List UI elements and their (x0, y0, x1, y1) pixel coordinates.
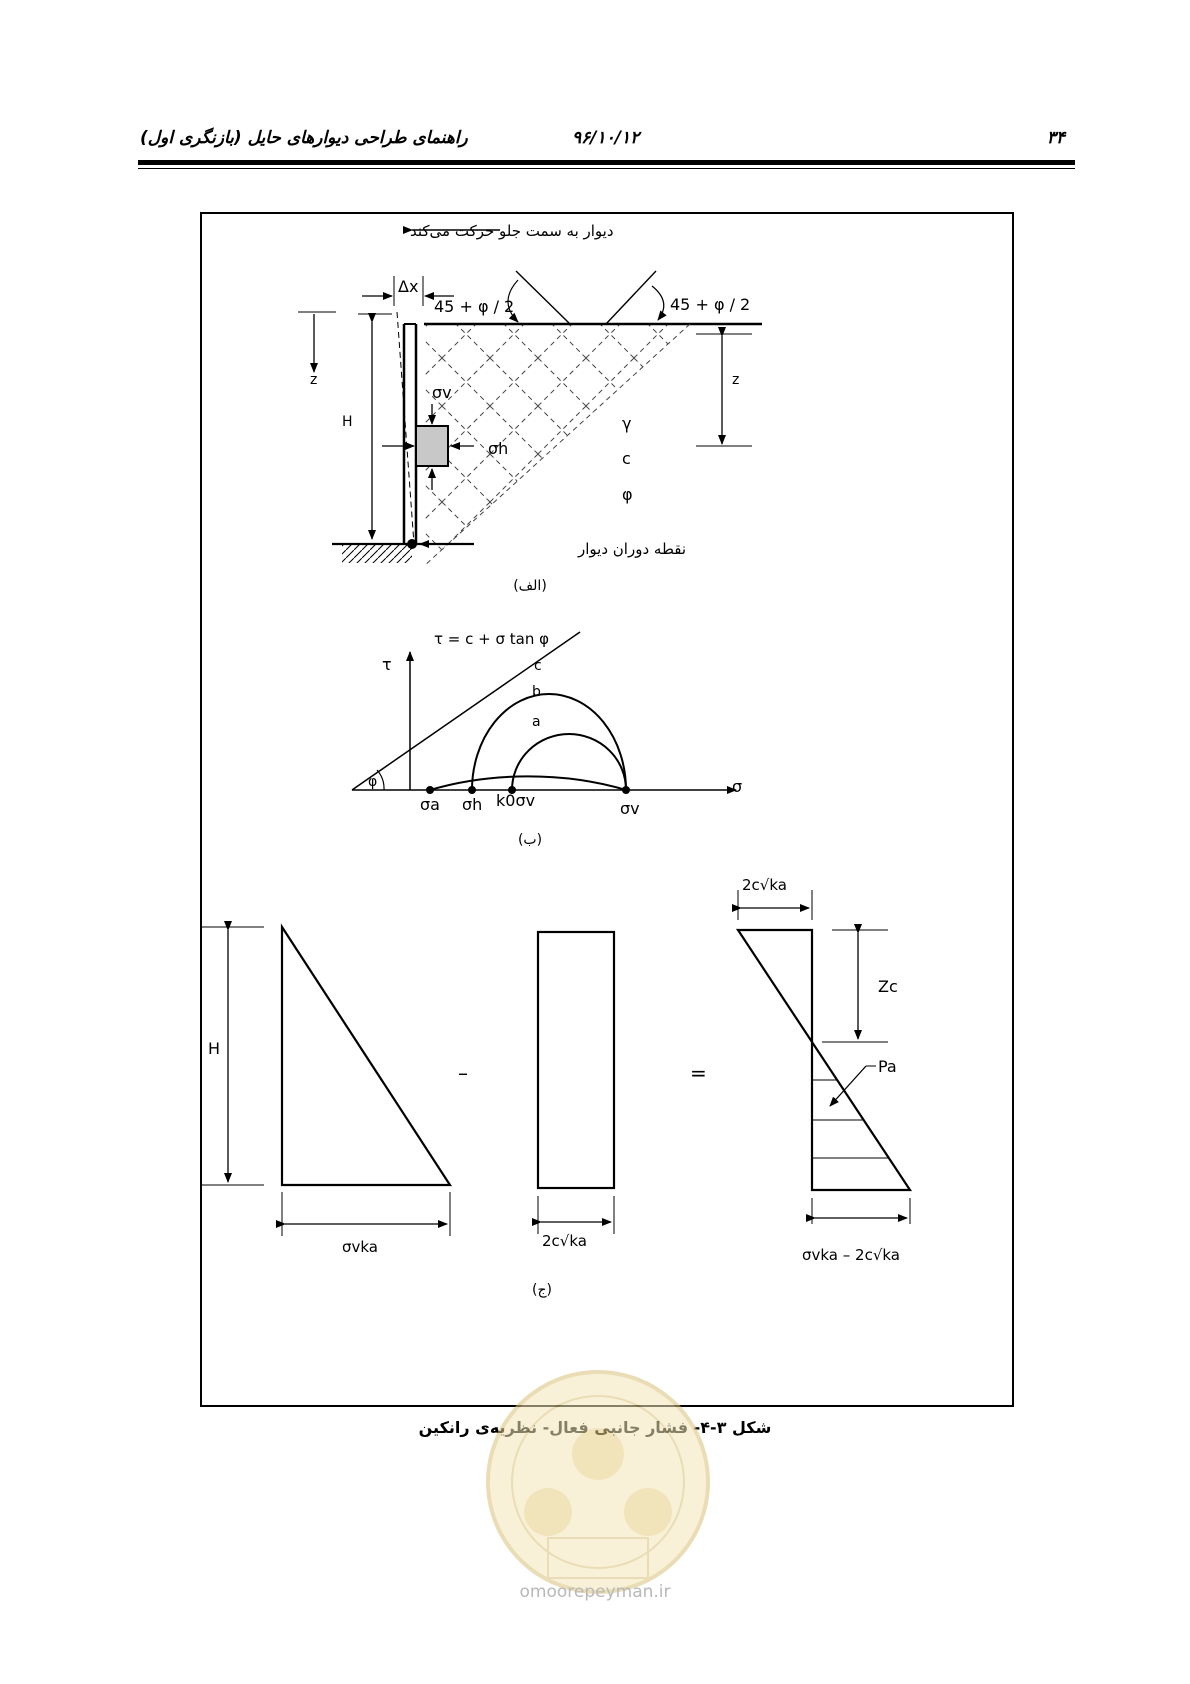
c-label: c (622, 449, 631, 468)
sigma-h-label: σh (488, 439, 508, 458)
part-c-pressure-diagrams: H σvka – 2c√ka = 2c√ka (202, 876, 913, 1298)
x-sigma-h: σh (462, 795, 482, 814)
header-date: ۹۶/۱۰/۱۲ (572, 128, 640, 148)
svg-text:z: z (310, 372, 317, 388)
equals-sign: = (690, 1061, 707, 1085)
circle-c-label: c (534, 658, 542, 674)
header-title: راهنمای طراحی دیوارهای حایل (بازنگری اول… (140, 128, 468, 148)
pivot-point (407, 539, 417, 549)
mohr-circle-c (429, 775, 627, 791)
failure-envelope (351, 631, 581, 791)
wall-motion-label: دیوار به سمت جلو حرکت می‌کند (410, 222, 614, 240)
label-zc: Zc (878, 977, 898, 996)
angle-left-label: 45 + φ / 2 (434, 297, 514, 316)
phi-angle-label: φ (368, 774, 377, 790)
x-sigma-a: σa (420, 795, 440, 814)
figure-frame: دیوار به سمت جلو حرکت می‌کند Δx 45 + φ /… (200, 212, 1014, 1407)
label-result: σvka – 2c√ka (802, 1246, 900, 1264)
sigma-axis-label: σ (732, 777, 742, 796)
minus-sign: – (458, 1061, 468, 1085)
mohr-circle-a (511, 733, 627, 791)
circle-a-label: a (532, 714, 541, 730)
soil-element (415, 425, 449, 467)
sigma-v-label: σv (432, 383, 452, 402)
svg-text:H: H (342, 414, 353, 430)
h-label: H (208, 1039, 220, 1058)
label-2c-ka-top: 2c√ka (742, 876, 787, 894)
label-pa: Pa (878, 1057, 897, 1076)
svg-text:z: z (732, 372, 739, 388)
mohr-circle-b (471, 693, 627, 791)
page-number: ۳۴ (1046, 128, 1065, 148)
tension-zone (735, 928, 814, 1046)
pivot-label: نقطه دوران دیوار (577, 540, 686, 558)
cohesion-rectangle (536, 930, 616, 1190)
part-a-label: (الف) (513, 578, 547, 594)
watermark-seal (486, 1370, 710, 1594)
header-rule-thick (138, 160, 1075, 165)
part-a-wall-diagram: دیوار به سمت جلو حرکت می‌کند Δx 45 + φ /… (298, 222, 762, 594)
part-b-label: (ب) (518, 832, 542, 848)
tau-label: τ (382, 655, 392, 674)
soil-wedge (424, 324, 690, 566)
mohr-equation: τ = c + σ tan φ (434, 630, 549, 648)
label-sv-ka: σvka (342, 1238, 378, 1256)
delta-x-label: Δx (398, 277, 418, 296)
circle-b-label: b (532, 684, 541, 700)
part-c-label: (ج) (532, 1282, 552, 1298)
x-sigma-v: σv (620, 799, 640, 818)
rankine-figure: دیوار به سمت جلو حرکت می‌کند Δx 45 + φ /… (202, 222, 913, 1298)
header-rule-thin (138, 168, 1075, 169)
active-pressure-triangle (280, 923, 453, 1187)
net-pressure-zone (810, 1038, 913, 1192)
rotated-wall-outline (396, 311, 415, 545)
site-url: omoorepeyman.ir (519, 1582, 671, 1602)
phi-label: φ (622, 485, 633, 504)
part-b-mohr-diagram: τ σ τ = c + σ tan φ c b a φ σa σh k0σv σ… (351, 630, 742, 848)
x-k0-sigma-v: k0σv (496, 791, 535, 810)
gamma-label: γ (622, 414, 631, 433)
label-2c-ka-mid: 2c√ka (542, 1232, 587, 1250)
angle-right-label: 45 + φ / 2 (670, 295, 750, 314)
